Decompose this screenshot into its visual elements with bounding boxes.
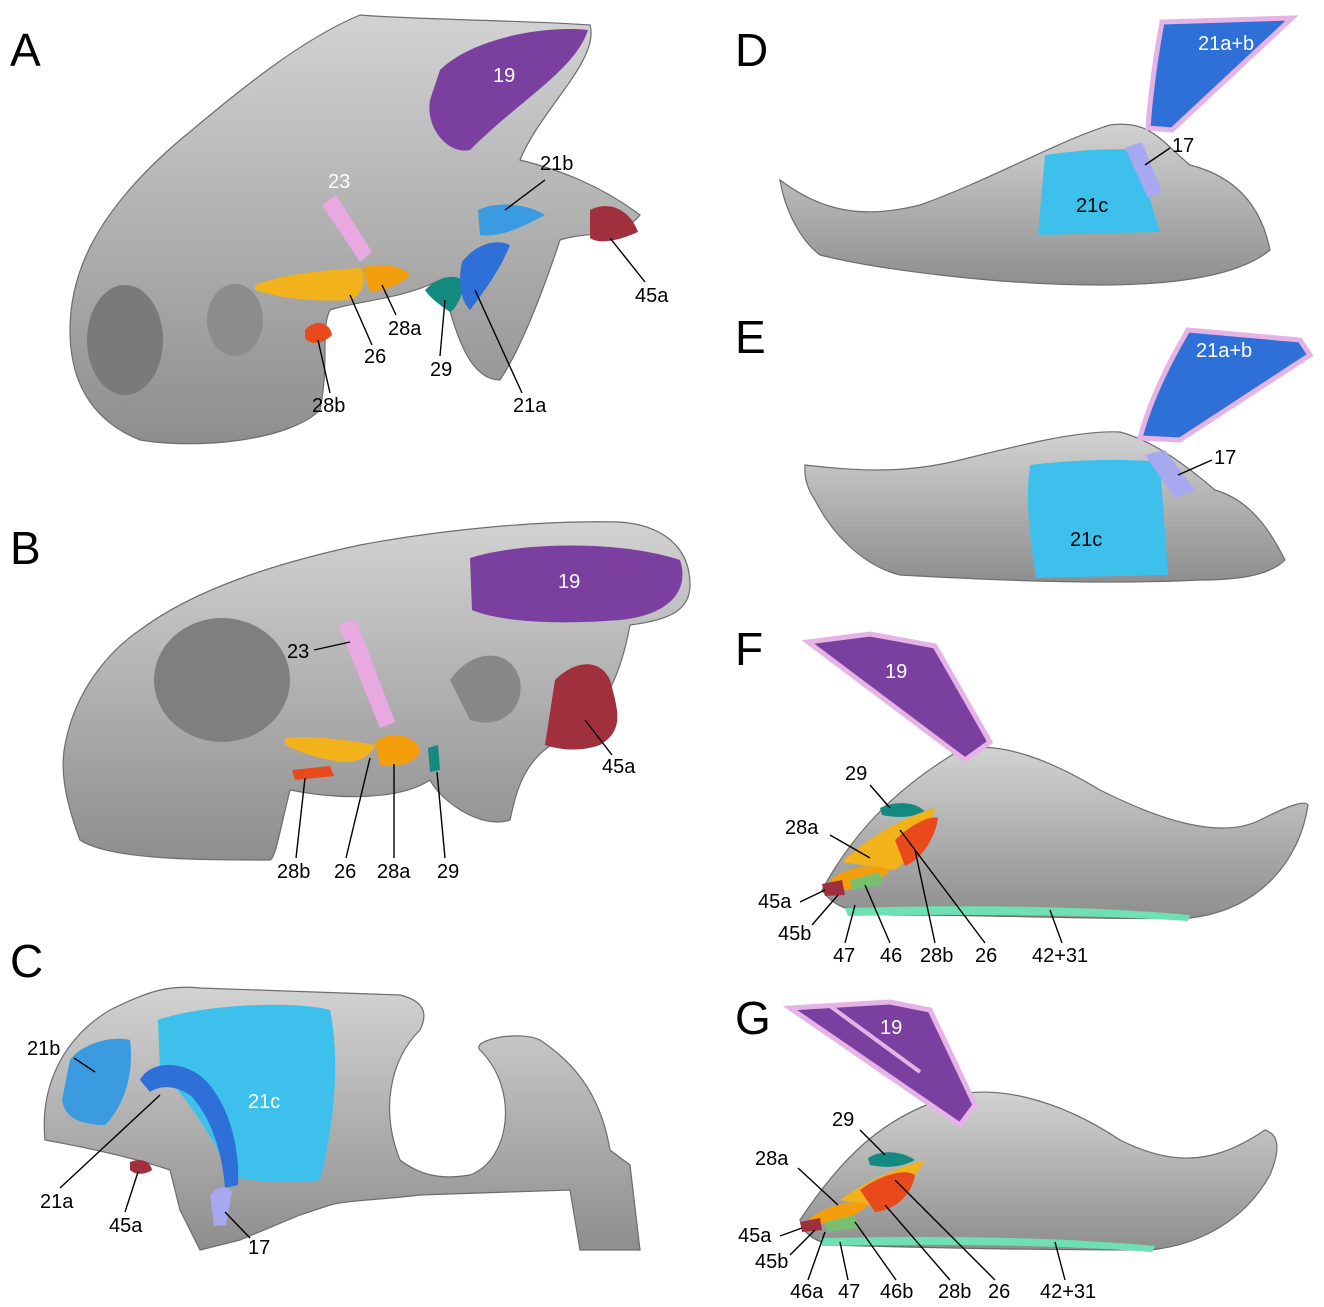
label-28a-g: 28a xyxy=(755,1148,789,1170)
label-28b-a: 28b xyxy=(312,395,345,417)
label-26-b: 26 xyxy=(334,861,356,883)
label-17-e: 17 xyxy=(1214,447,1236,469)
panel-d: D 21a+b 17 21c xyxy=(735,18,1292,285)
label-45a-a: 45a xyxy=(635,285,669,307)
label-21c-c: 21c xyxy=(248,1091,280,1113)
label-28b-g: 28b xyxy=(938,1281,971,1303)
label-29-b: 29 xyxy=(437,861,459,883)
label-26-f: 26 xyxy=(975,945,997,967)
label-46a-g: 46a xyxy=(790,1281,824,1303)
label-19-g: 19 xyxy=(880,1017,902,1039)
label-28a-b: 28a xyxy=(377,861,411,883)
panel-letter-f: F xyxy=(735,623,763,675)
panel-letter-d: D xyxy=(735,24,768,76)
label-45a-c: 45a xyxy=(109,1215,143,1237)
label-21c-e: 21c xyxy=(1070,529,1102,551)
muscle-29-b xyxy=(428,745,440,772)
label-46-f: 46 xyxy=(880,945,902,967)
label-21c-d: 21c xyxy=(1076,195,1108,217)
label-23-a: 23 xyxy=(328,171,350,193)
label-28b-f: 28b xyxy=(920,945,953,967)
label-4231-f: 42+31 xyxy=(1032,945,1088,967)
orbit-b xyxy=(154,618,290,742)
label-21a-c: 21a xyxy=(40,1191,74,1213)
panel-b: B 19 23 45a 28b 26 28a 29 xyxy=(10,522,690,883)
leader-29-a xyxy=(440,300,445,356)
leader-45a-g xyxy=(780,1228,802,1236)
label-29-f: 29 xyxy=(845,763,867,785)
label-29-a: 29 xyxy=(430,359,452,381)
label-45a-b: 45a xyxy=(602,756,636,778)
orbit-a xyxy=(87,285,163,395)
label-46b-g: 46b xyxy=(880,1281,913,1303)
label-21b-c: 21b xyxy=(27,1038,60,1060)
leader-45b-g xyxy=(790,1230,815,1255)
panel-letter-g: G xyxy=(735,992,771,1044)
label-45a-f: 45a xyxy=(758,891,792,913)
label-45b-g: 45b xyxy=(755,1251,788,1273)
label-23-b: 23 xyxy=(287,641,309,663)
label-17-d: 17 xyxy=(1172,135,1194,157)
panel-c: C 21b 21c 21a 45a 17 xyxy=(10,935,640,1259)
leader-47-g xyxy=(840,1242,848,1280)
label-47-g: 47 xyxy=(838,1281,860,1303)
panel-letter-e: E xyxy=(735,311,766,363)
label-21ab-d: 21a+b xyxy=(1198,33,1254,55)
label-19-a: 19 xyxy=(493,65,515,87)
label-45b-f: 45b xyxy=(778,923,811,945)
panel-letter-a: A xyxy=(10,24,41,76)
panel-letter-c: C xyxy=(10,935,43,987)
muscle-21c-e xyxy=(1028,460,1168,578)
label-26-g: 26 xyxy=(988,1281,1010,1303)
label-19-b: 19 xyxy=(558,571,580,593)
muscle-19-f xyxy=(808,634,990,760)
label-47-f: 47 xyxy=(833,945,855,967)
panel-letter-b: B xyxy=(10,522,41,574)
panel-e: E 21a+b 17 21c xyxy=(735,311,1310,582)
panel-a: A 19 23 21b 45a 26 28a 28b 29 21a xyxy=(10,15,669,444)
leader-45a-f xyxy=(800,890,825,902)
leader-45a-a xyxy=(610,238,645,282)
label-19-f: 19 xyxy=(885,661,907,683)
label-28a-a: 28a xyxy=(388,318,422,340)
leader-45b-f xyxy=(812,895,838,925)
fenestra-a xyxy=(207,284,263,356)
label-17-c: 17 xyxy=(248,1237,270,1259)
muscle-45a-f xyxy=(822,880,845,896)
label-4231-g: 42+31 xyxy=(1040,1281,1096,1303)
label-21ab-e: 21a+b xyxy=(1196,340,1252,362)
label-29-g: 29 xyxy=(832,1109,854,1131)
jaw-d xyxy=(780,124,1270,285)
label-21b-a: 21b xyxy=(540,153,573,175)
jaw-g xyxy=(800,1092,1277,1250)
panel-g: G 19 29 28a 45a 45b 46a 47 46b 28b 26 42… xyxy=(735,992,1277,1303)
label-21a-a: 21a xyxy=(513,395,547,417)
label-26-a: 26 xyxy=(364,346,386,368)
label-45a-g: 45a xyxy=(738,1225,772,1247)
label-28b-b: 28b xyxy=(277,861,310,883)
panel-f: F 19 29 28a 45a 45b 47 46 28b 26 42+31 xyxy=(735,623,1308,967)
leader-45a-c xyxy=(125,1172,138,1212)
label-28a-f: 28a xyxy=(785,817,819,839)
leader-29-f xyxy=(870,785,890,808)
